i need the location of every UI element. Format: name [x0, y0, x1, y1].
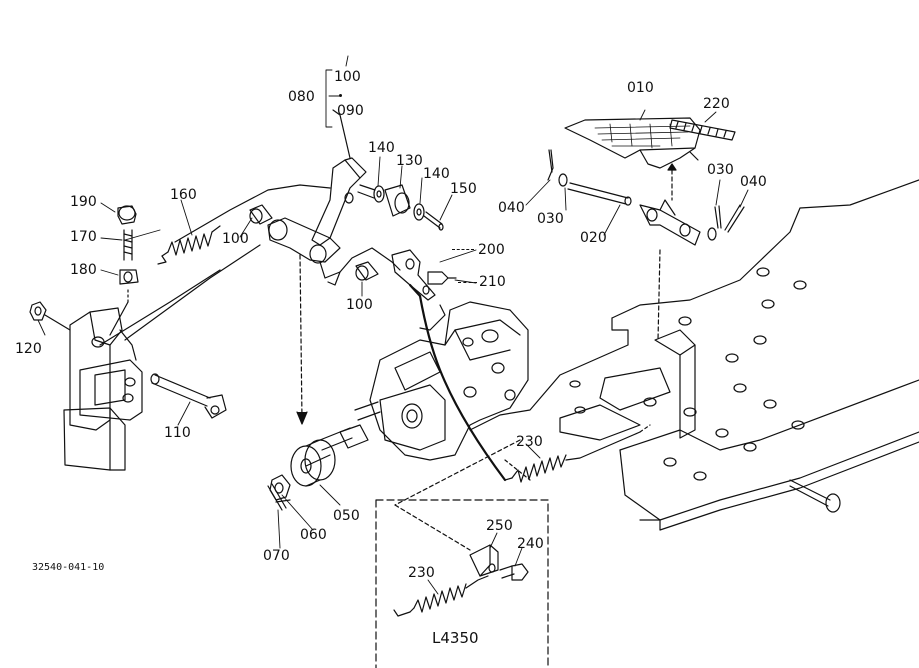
label-120: 120 [15, 341, 42, 357]
spring-160 [157, 225, 221, 265]
inset-leader [394, 439, 521, 506]
spring-230 [504, 424, 651, 483]
label-180: 180 [70, 262, 97, 278]
stud-assembly [109, 205, 139, 336]
pin-070 [267, 483, 291, 511]
label-220: 220 [703, 96, 730, 112]
left-bracket [63, 307, 143, 471]
bolt-head [825, 493, 841, 513]
bolt-shaft [789, 479, 831, 507]
inset-box [375, 499, 549, 668]
governor-housing [354, 301, 531, 481]
label-100-mid: 100 [222, 231, 249, 247]
link-rods [99, 184, 507, 482]
label-030-right: 030 [707, 162, 734, 178]
label-100-top: 100 [334, 69, 361, 85]
pulley-050 [290, 424, 369, 487]
label-020: 020 [580, 230, 607, 246]
nut-120 [29, 301, 71, 331]
label-150: 150 [450, 181, 477, 197]
nut-060 [269, 474, 291, 501]
label-110: 110 [164, 425, 191, 441]
label-230-inset: 230 [408, 565, 435, 581]
label-090: 090 [337, 103, 364, 119]
label-040-left: 040 [498, 200, 525, 216]
label-230: 230 [516, 434, 543, 450]
drawing-code: 32540-041-10 [32, 562, 105, 573]
shaft-110 [150, 373, 227, 419]
label-140-a: 140 [368, 140, 395, 156]
frame-holes [569, 267, 807, 481]
label-050: 050 [333, 508, 360, 524]
label-140-b: 140 [423, 166, 450, 182]
label-210-dash [458, 282, 477, 283]
label-250: 250 [486, 518, 513, 534]
label-210: 210 [479, 274, 506, 290]
pedal-rubber-220 [669, 119, 736, 141]
label-200-dash [452, 249, 474, 250]
frame-bracket [654, 329, 696, 439]
label-160: 160 [170, 187, 197, 203]
inset-model-label: L4350 [432, 629, 479, 647]
pedal-010 [564, 117, 701, 169]
leader-lines [37, 55, 749, 595]
label-080: 080 [288, 89, 315, 105]
label-240: 240 [517, 536, 544, 552]
label-130: 130 [396, 153, 423, 169]
callout-dot [339, 94, 342, 97]
label-170: 170 [70, 229, 97, 245]
pedal-shaft-assembly [547, 149, 745, 341]
label-200: 200 [478, 242, 505, 258]
label-070: 070 [263, 548, 290, 564]
frame-plate [469, 179, 919, 531]
label-190: 190 [70, 194, 97, 210]
label-100-low: 100 [346, 297, 373, 313]
label-060: 060 [300, 527, 327, 543]
label-040-right: 040 [740, 174, 767, 190]
lever-assembly [249, 109, 457, 301]
label-010: 010 [627, 80, 654, 96]
label-030-left: 030 [537, 211, 564, 227]
